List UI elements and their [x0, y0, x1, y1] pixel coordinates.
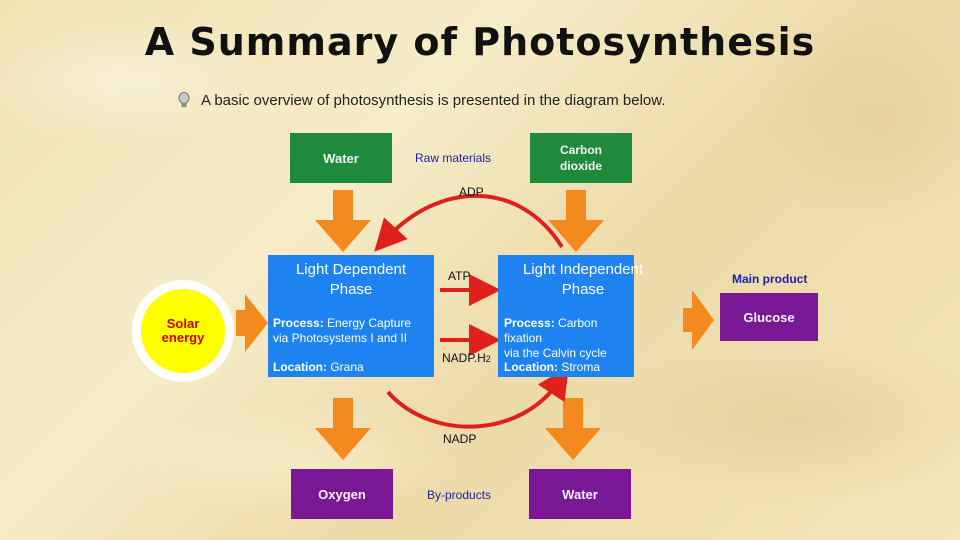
carbon-dioxide-line-2: dioxide — [559, 159, 602, 173]
arrow-glucose-right — [683, 290, 714, 350]
oxygen-label: Oxygen — [318, 486, 366, 502]
arrow-water-product-down — [545, 398, 601, 460]
water-product-box: Water — [529, 469, 631, 519]
arrow-solar-right — [236, 294, 268, 352]
cycle-arc-top — [374, 193, 564, 252]
bullet-icon — [178, 92, 190, 107]
water-product-label: Water — [562, 486, 598, 502]
slide-subtitle: A basic overview of photosynthesis is pr… — [201, 92, 666, 109]
light-independent-location: Location: Stroma — [504, 360, 601, 374]
adp-label: ADP — [459, 185, 484, 199]
light-dependent-location: Location: Grana — [273, 360, 364, 374]
light-independent-phase-box: Light Independent Phase Process: Carbon … — [498, 255, 643, 377]
oxygen-product-box: Oxygen — [291, 469, 393, 519]
slide-title: A Summary of Photosynthesis — [144, 20, 816, 64]
main-product-label: Main product — [732, 272, 808, 286]
solar-energy-sun: Solar energy — [132, 280, 234, 382]
light-dependent-process: Process: Energy Capture via Photosystems… — [273, 316, 412, 345]
cycle-arc-bottom — [386, 366, 569, 429]
glucose-label: Glucose — [743, 309, 795, 325]
sun-icon: Solar energy — [141, 289, 225, 373]
light-dependent-phase-box: Light Dependent Phase Process: Energy Ca… — [268, 255, 434, 377]
by-products-label: By-products — [427, 488, 492, 502]
glucose-product-box: Glucose — [720, 293, 818, 341]
water-input-label: Water — [323, 150, 359, 166]
arrow-oxygen-down — [315, 398, 371, 460]
light-dependent-title: Light Dependent Phase — [295, 261, 407, 298]
atp-label: ATP — [448, 269, 471, 283]
light-independent-process: Process: Carbon fixation via the Calvin … — [504, 316, 607, 360]
carbon-dioxide-input-box: Carbon dioxide — [530, 133, 632, 183]
raw-materials-label: Raw materials — [415, 151, 492, 165]
light-independent-title: Light Independent Phase — [522, 261, 644, 298]
nadp-label: NADP — [443, 432, 477, 446]
carbon-dioxide-line-1: Carbon — [560, 143, 602, 157]
nadph-label: NADP.H2 — [442, 351, 491, 365]
arrow-co2-down — [548, 190, 604, 252]
arrow-water-down — [315, 190, 371, 252]
orange-arrows — [236, 190, 714, 460]
water-input-box: Water — [290, 133, 392, 183]
